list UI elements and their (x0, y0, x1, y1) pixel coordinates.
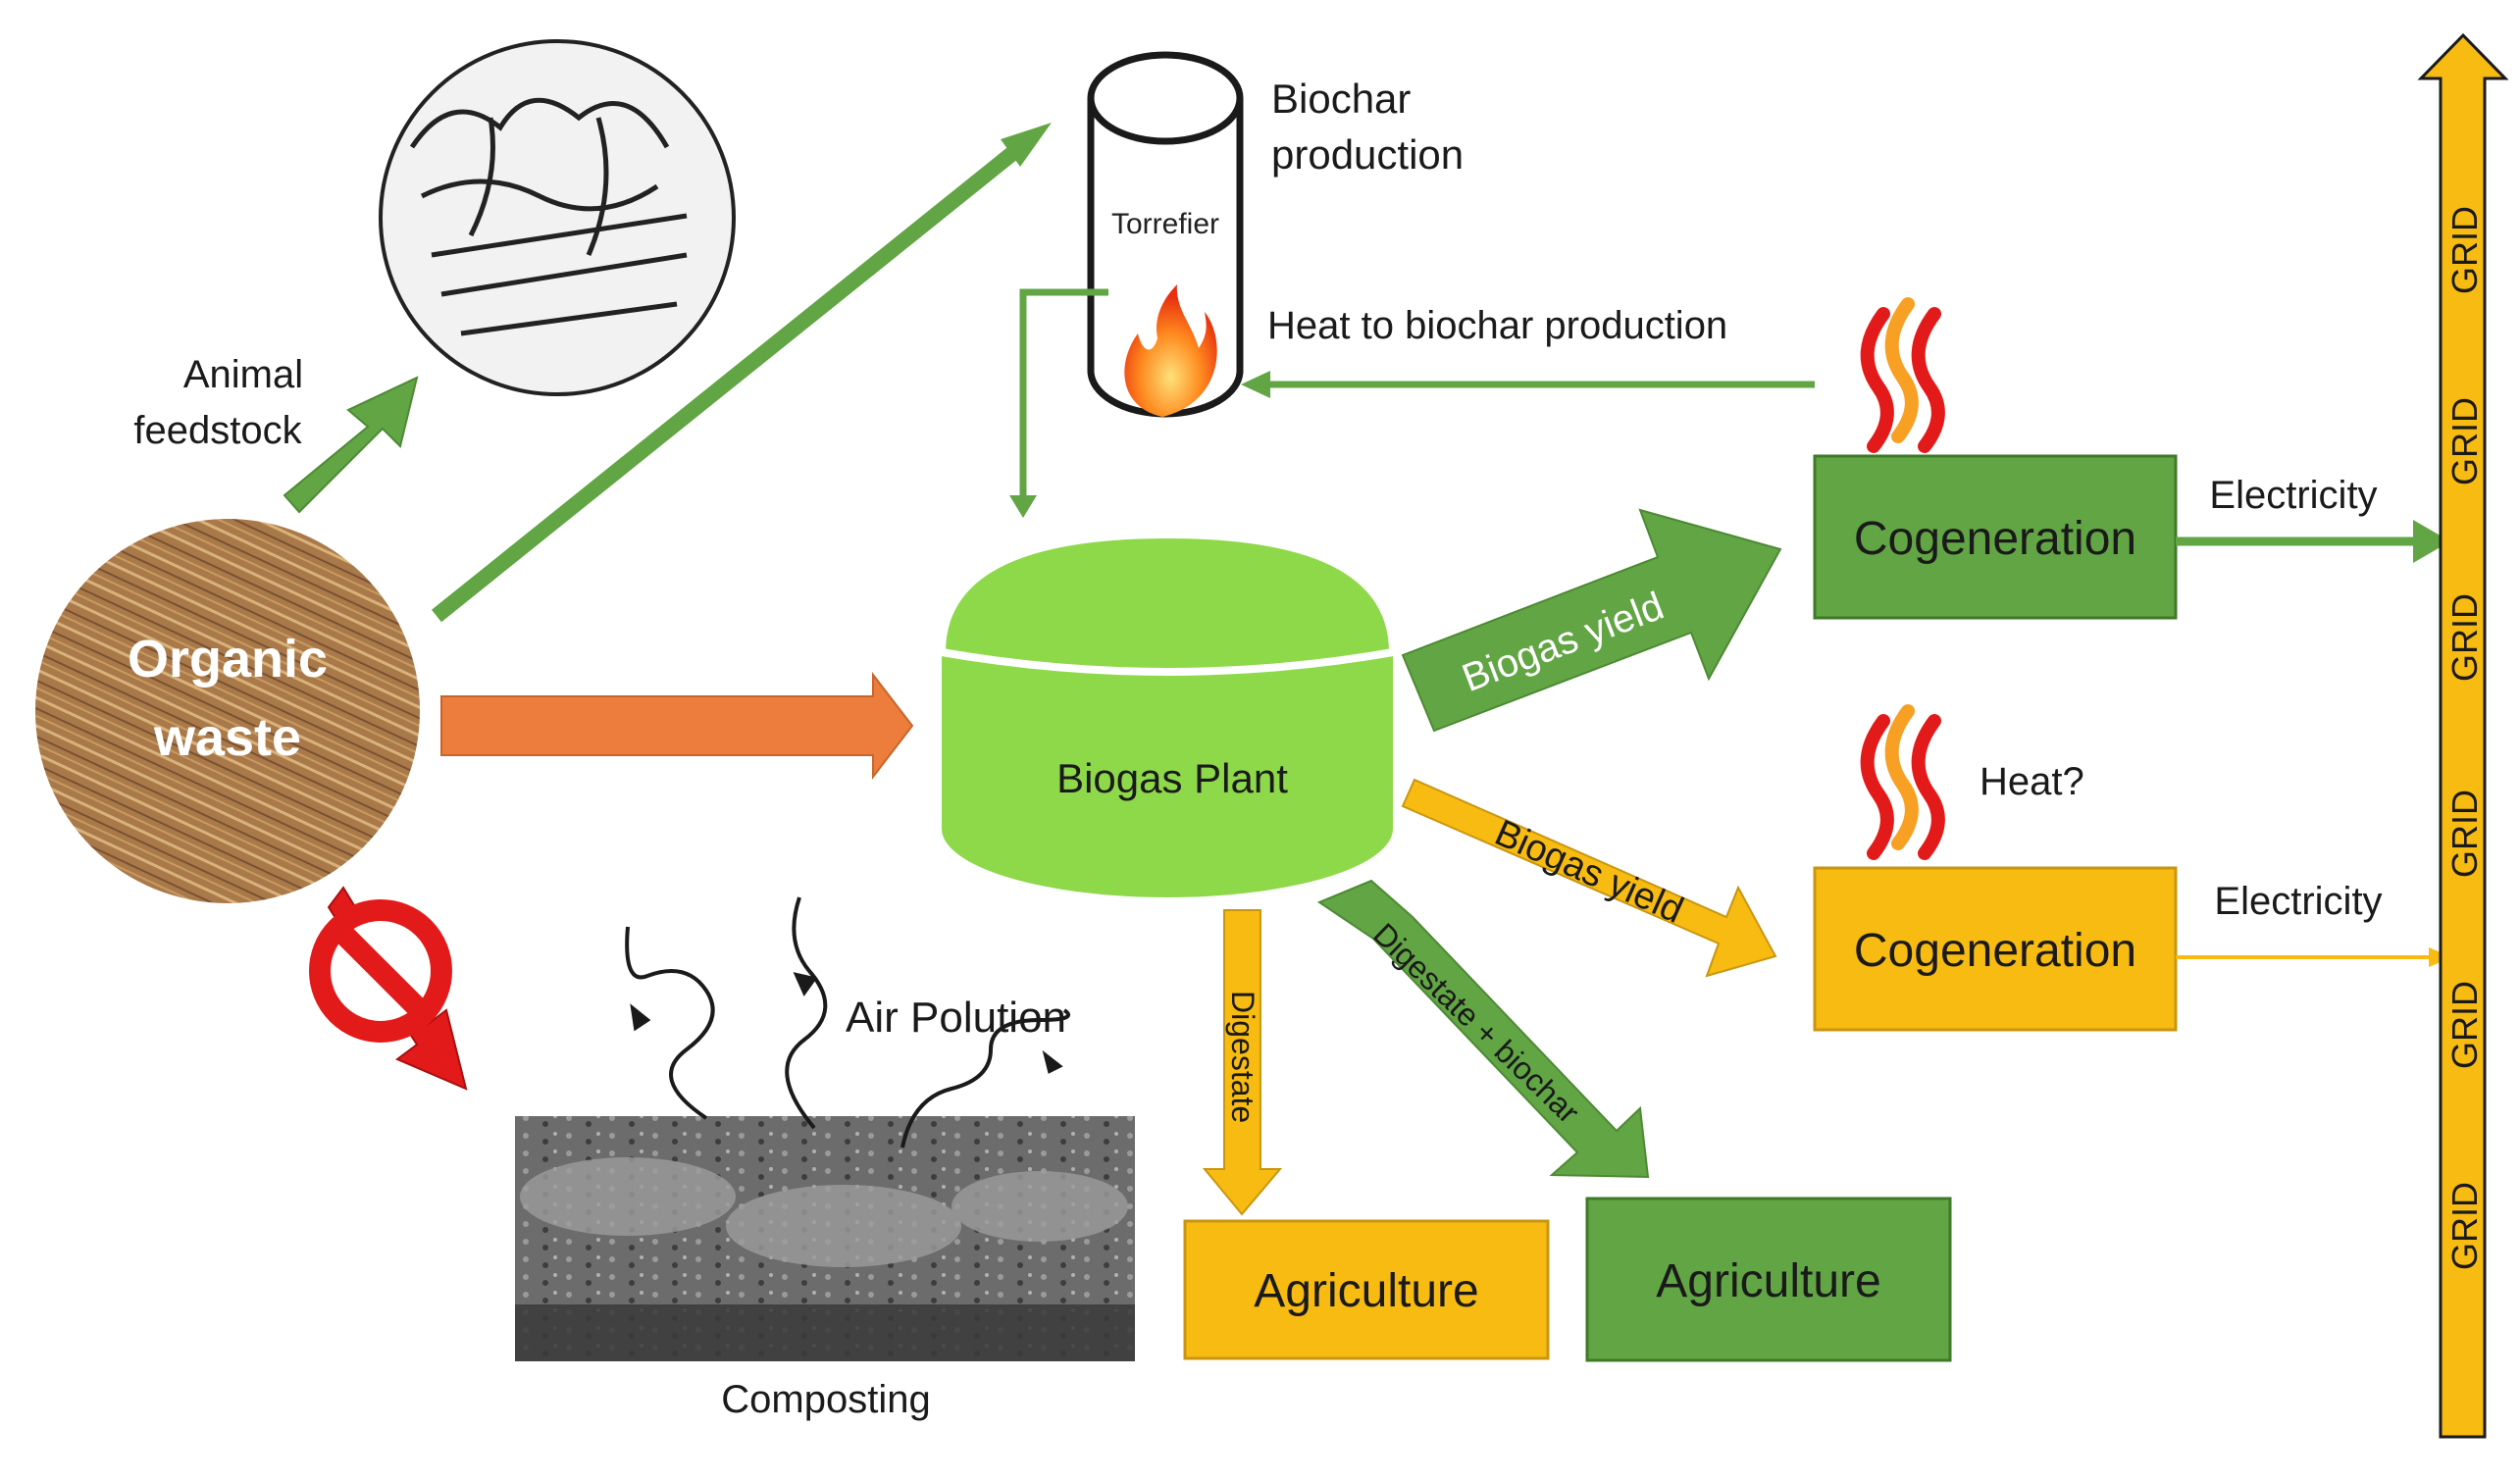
torrefier-node: Torrefier Biochar production (1087, 51, 1464, 418)
arrow-to-animal-feedstock (283, 376, 419, 514)
cogeneration-bottom-label: Cogeneration (1854, 925, 2136, 977)
electricity-top-arrow: Electricity (2176, 474, 2450, 563)
cogeneration-top-label: Cogeneration (1854, 513, 2136, 565)
biogas-yield-top-arrow: Biogas yield (1401, 508, 1782, 733)
electricity-top-label: Electricity (2209, 474, 2377, 517)
cogeneration-bottom-box: Cogeneration (1813, 866, 2178, 1032)
smoke-swirl-icon (625, 896, 1071, 1148)
prohibited-icon (309, 899, 452, 1043)
arrow-to-biogas-plant (440, 672, 914, 780)
animal-feedstock-node: Animal feedstock (133, 39, 736, 452)
heat-question-label: Heat? (1980, 760, 2084, 803)
animal-feedstock-label-line1: Animal (183, 353, 303, 396)
electricity-bottom-arrow: Electricity (2176, 880, 2452, 967)
agriculture-right-label: Agriculture (1656, 1255, 1880, 1307)
grid-label-3: GRID (2444, 593, 2485, 682)
biochar-production-label-line2: production (1271, 131, 1464, 178)
digestate-label: Digestate (1225, 991, 1260, 1123)
agriculture-right-box: Agriculture (1585, 1197, 1952, 1362)
electricity-bottom-label: Electricity (2214, 880, 2382, 923)
grid-label-4: GRID (2444, 790, 2485, 878)
grid-label-1: GRID (2444, 206, 2485, 294)
organic-waste-image (35, 519, 420, 903)
biogas-plant-dome (937, 530, 1398, 676)
heat-to-biochar-arrow: Heat to biochar production (1241, 304, 1815, 398)
organic-waste-label-line1: Organic (128, 630, 328, 689)
air-pollution-label: Air Polution (846, 994, 1066, 1042)
organic-waste-node: Organic waste (35, 519, 420, 903)
cogeneration-top-box: Cogeneration (1813, 454, 2178, 620)
heat-waves-icon (1860, 704, 1945, 860)
biogas-plant-body (942, 652, 1393, 897)
arrow-to-torrefier (431, 123, 1052, 623)
heat-waves-icon (1860, 297, 1945, 453)
agriculture-left-box: Agriculture (1183, 1219, 1550, 1360)
biochar-production-label-line1: Biochar (1271, 76, 1411, 122)
grid-label-6: GRID (2444, 1182, 2485, 1270)
flame-icon (1124, 284, 1217, 417)
composting-label: Composting (721, 1378, 930, 1421)
digestate-biochar-arrow: Digestate + biochar (1316, 879, 1650, 1179)
biogas-plant-label: Biogas Plant (1056, 755, 1288, 801)
animal-feedstock-label-line2: feedstock (133, 409, 302, 452)
agriculture-left-label: Agriculture (1254, 1265, 1478, 1317)
biogas-yield-bottom-arrow: Biogas yield (1401, 778, 1777, 978)
torrefier-label: Torrefier (1111, 208, 1219, 240)
torrefier-cylinder-top (1087, 51, 1244, 145)
biochar-return-arrow (1009, 288, 1108, 518)
organic-waste-label-line2: waste (153, 708, 301, 767)
composting-node: Composting (515, 1116, 1135, 1421)
digestate-arrow: Digestate (1202, 909, 1283, 1216)
heat-to-biochar-label: Heat to biochar production (1267, 304, 1727, 347)
grid-label-5: GRID (2444, 981, 2485, 1069)
biogas-plant-node: Biogas Plant (937, 530, 1398, 897)
grid-bar: GRID GRID GRID GRID GRID GRID (2417, 32, 2509, 1439)
digestate-biochar-label: Digestate + biochar (1366, 916, 1586, 1130)
biogas-yield-bottom-label: Biogas yield (1489, 812, 1689, 932)
grid-label-2: GRID (2444, 397, 2485, 485)
cattle-sketch-icon (409, 97, 688, 336)
